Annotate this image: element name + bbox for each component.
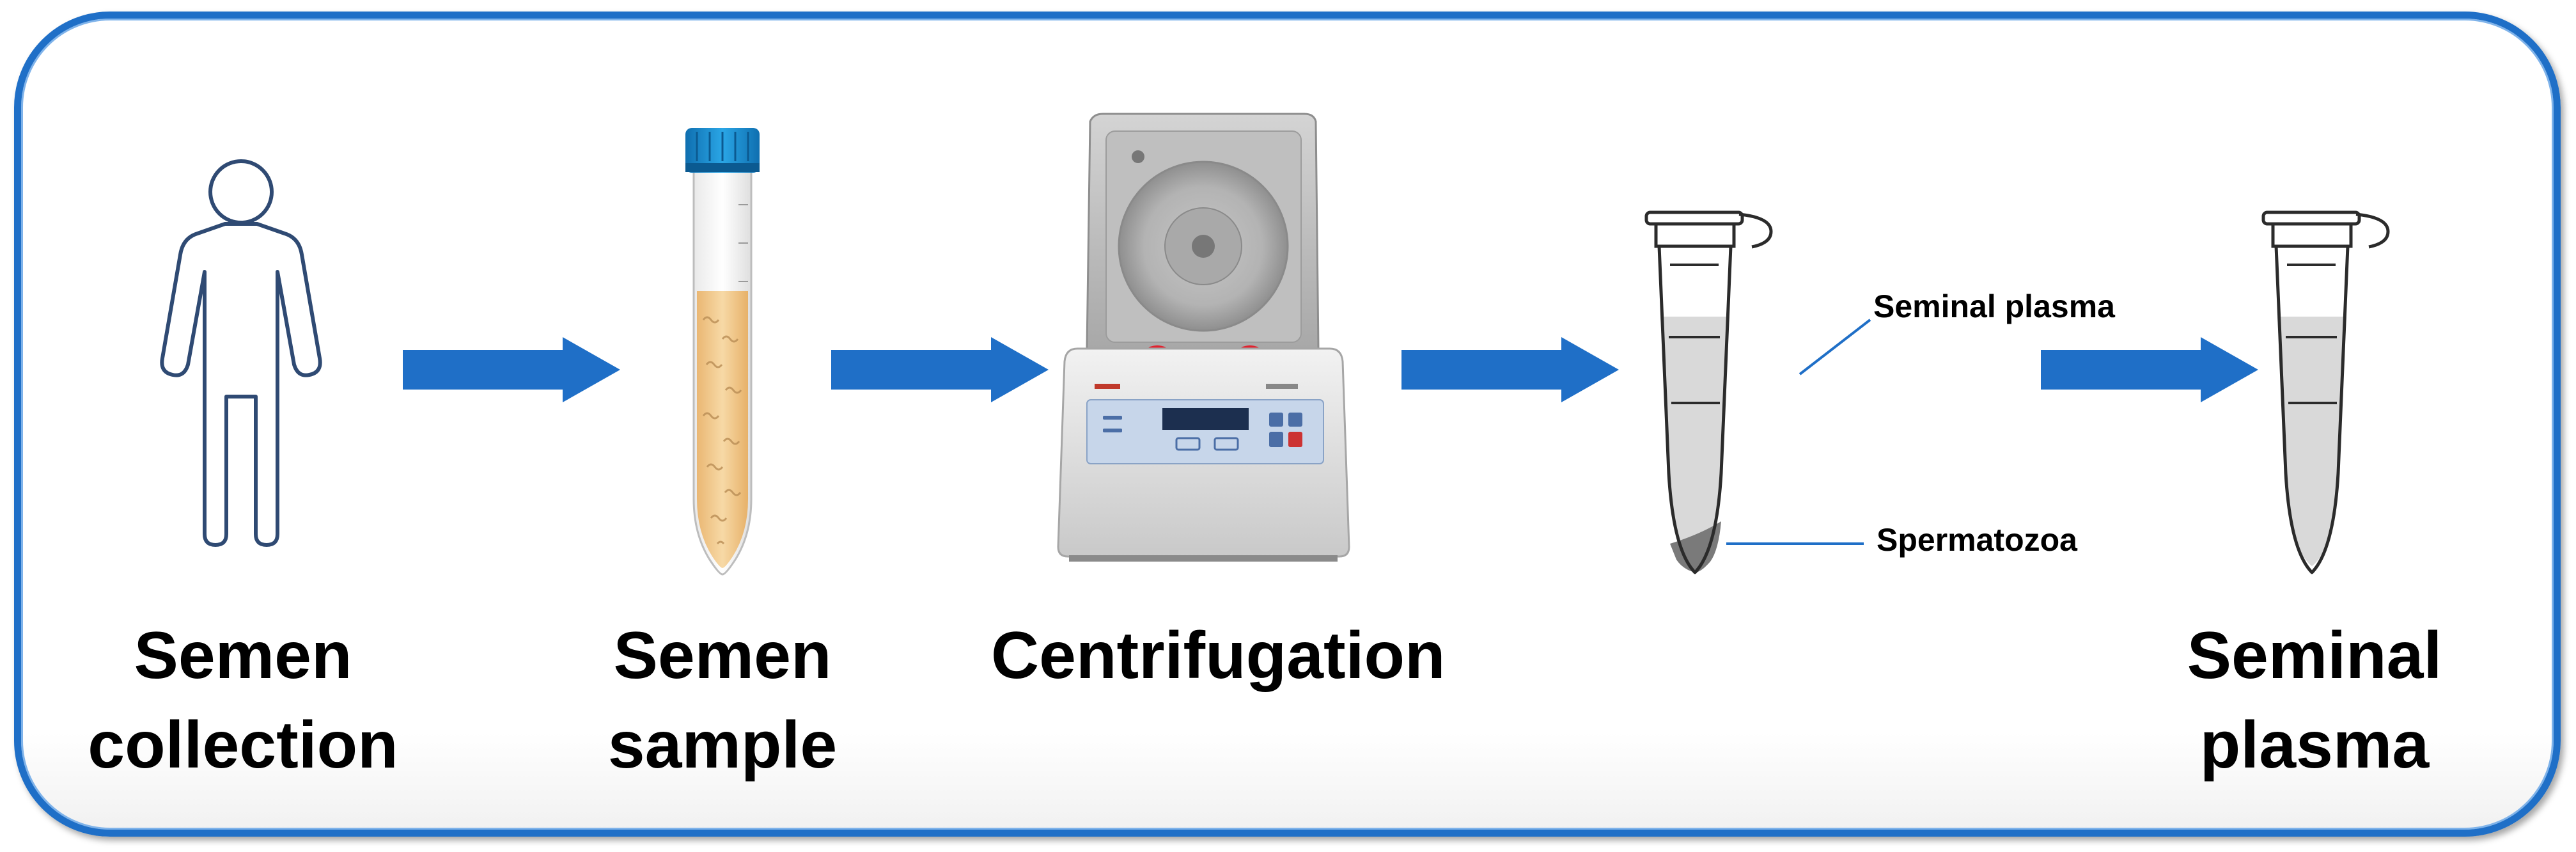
step-label-semen-collection: Semen collection	[88, 619, 398, 782]
spermatozoa-callout: Spermatozoa	[1877, 522, 2077, 558]
seminal-plasma-leader	[1799, 319, 1871, 375]
conical-tube-icon	[685, 128, 760, 576]
arrow-3	[1401, 337, 1619, 402]
centrifuge-icon	[1057, 113, 1350, 562]
seminal-plasma-callout: Seminal plasma	[1873, 288, 2115, 324]
microtube-separated-icon	[1644, 210, 1871, 574]
person-outline-icon	[160, 159, 322, 547]
arrow-2	[831, 337, 1049, 402]
arrow-1	[403, 337, 620, 402]
step-label-semen-sample: Semen sample	[607, 619, 838, 782]
arrow-4	[2041, 337, 2258, 402]
step-label-seminal-plasma: Seminal plasma	[2187, 619, 2442, 782]
microtube-plasma-icon	[2261, 210, 2390, 574]
step-label-centrifugation: Centrifugation	[991, 619, 1446, 693]
